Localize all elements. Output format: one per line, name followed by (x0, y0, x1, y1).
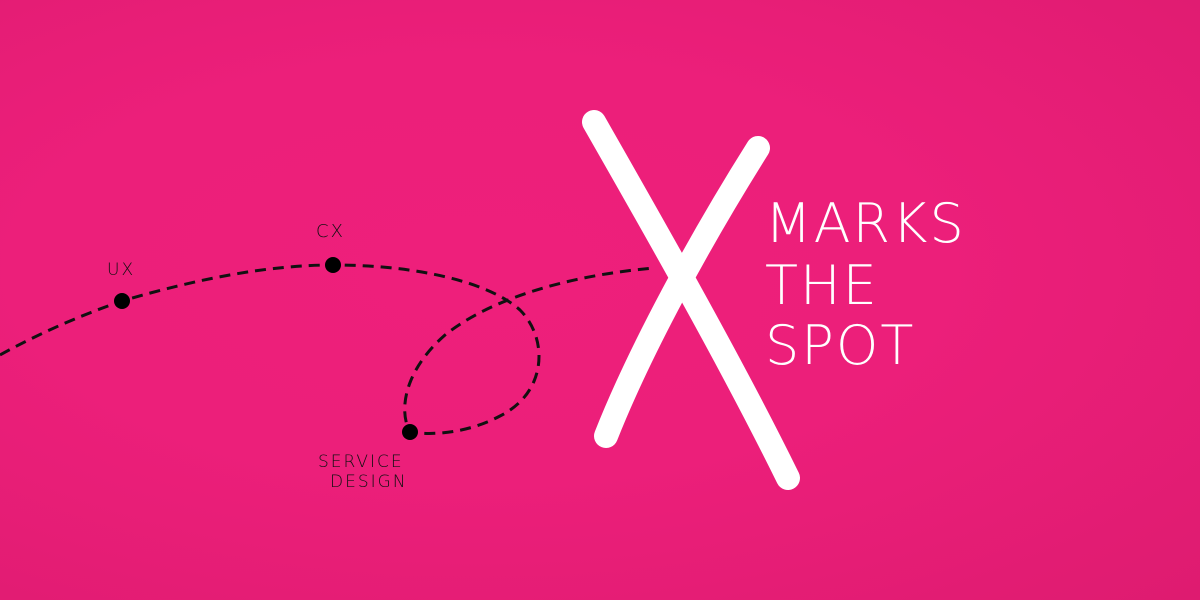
headline-spot: SPOT (765, 314, 916, 377)
ux-dot (114, 293, 130, 309)
cx-dot (325, 257, 341, 273)
service-design-label-line1: SERVICE (318, 452, 404, 472)
ux-label: UX (107, 260, 136, 280)
headline-the: THE (765, 254, 879, 317)
dashed-journey-path (0, 263, 656, 435)
x-mark (582, 110, 800, 490)
service-design-dot (402, 424, 418, 440)
cx-label: CX (316, 221, 345, 242)
service-design-label-line2: DESIGN (330, 472, 408, 492)
headline-marks: MARKS (765, 192, 966, 255)
